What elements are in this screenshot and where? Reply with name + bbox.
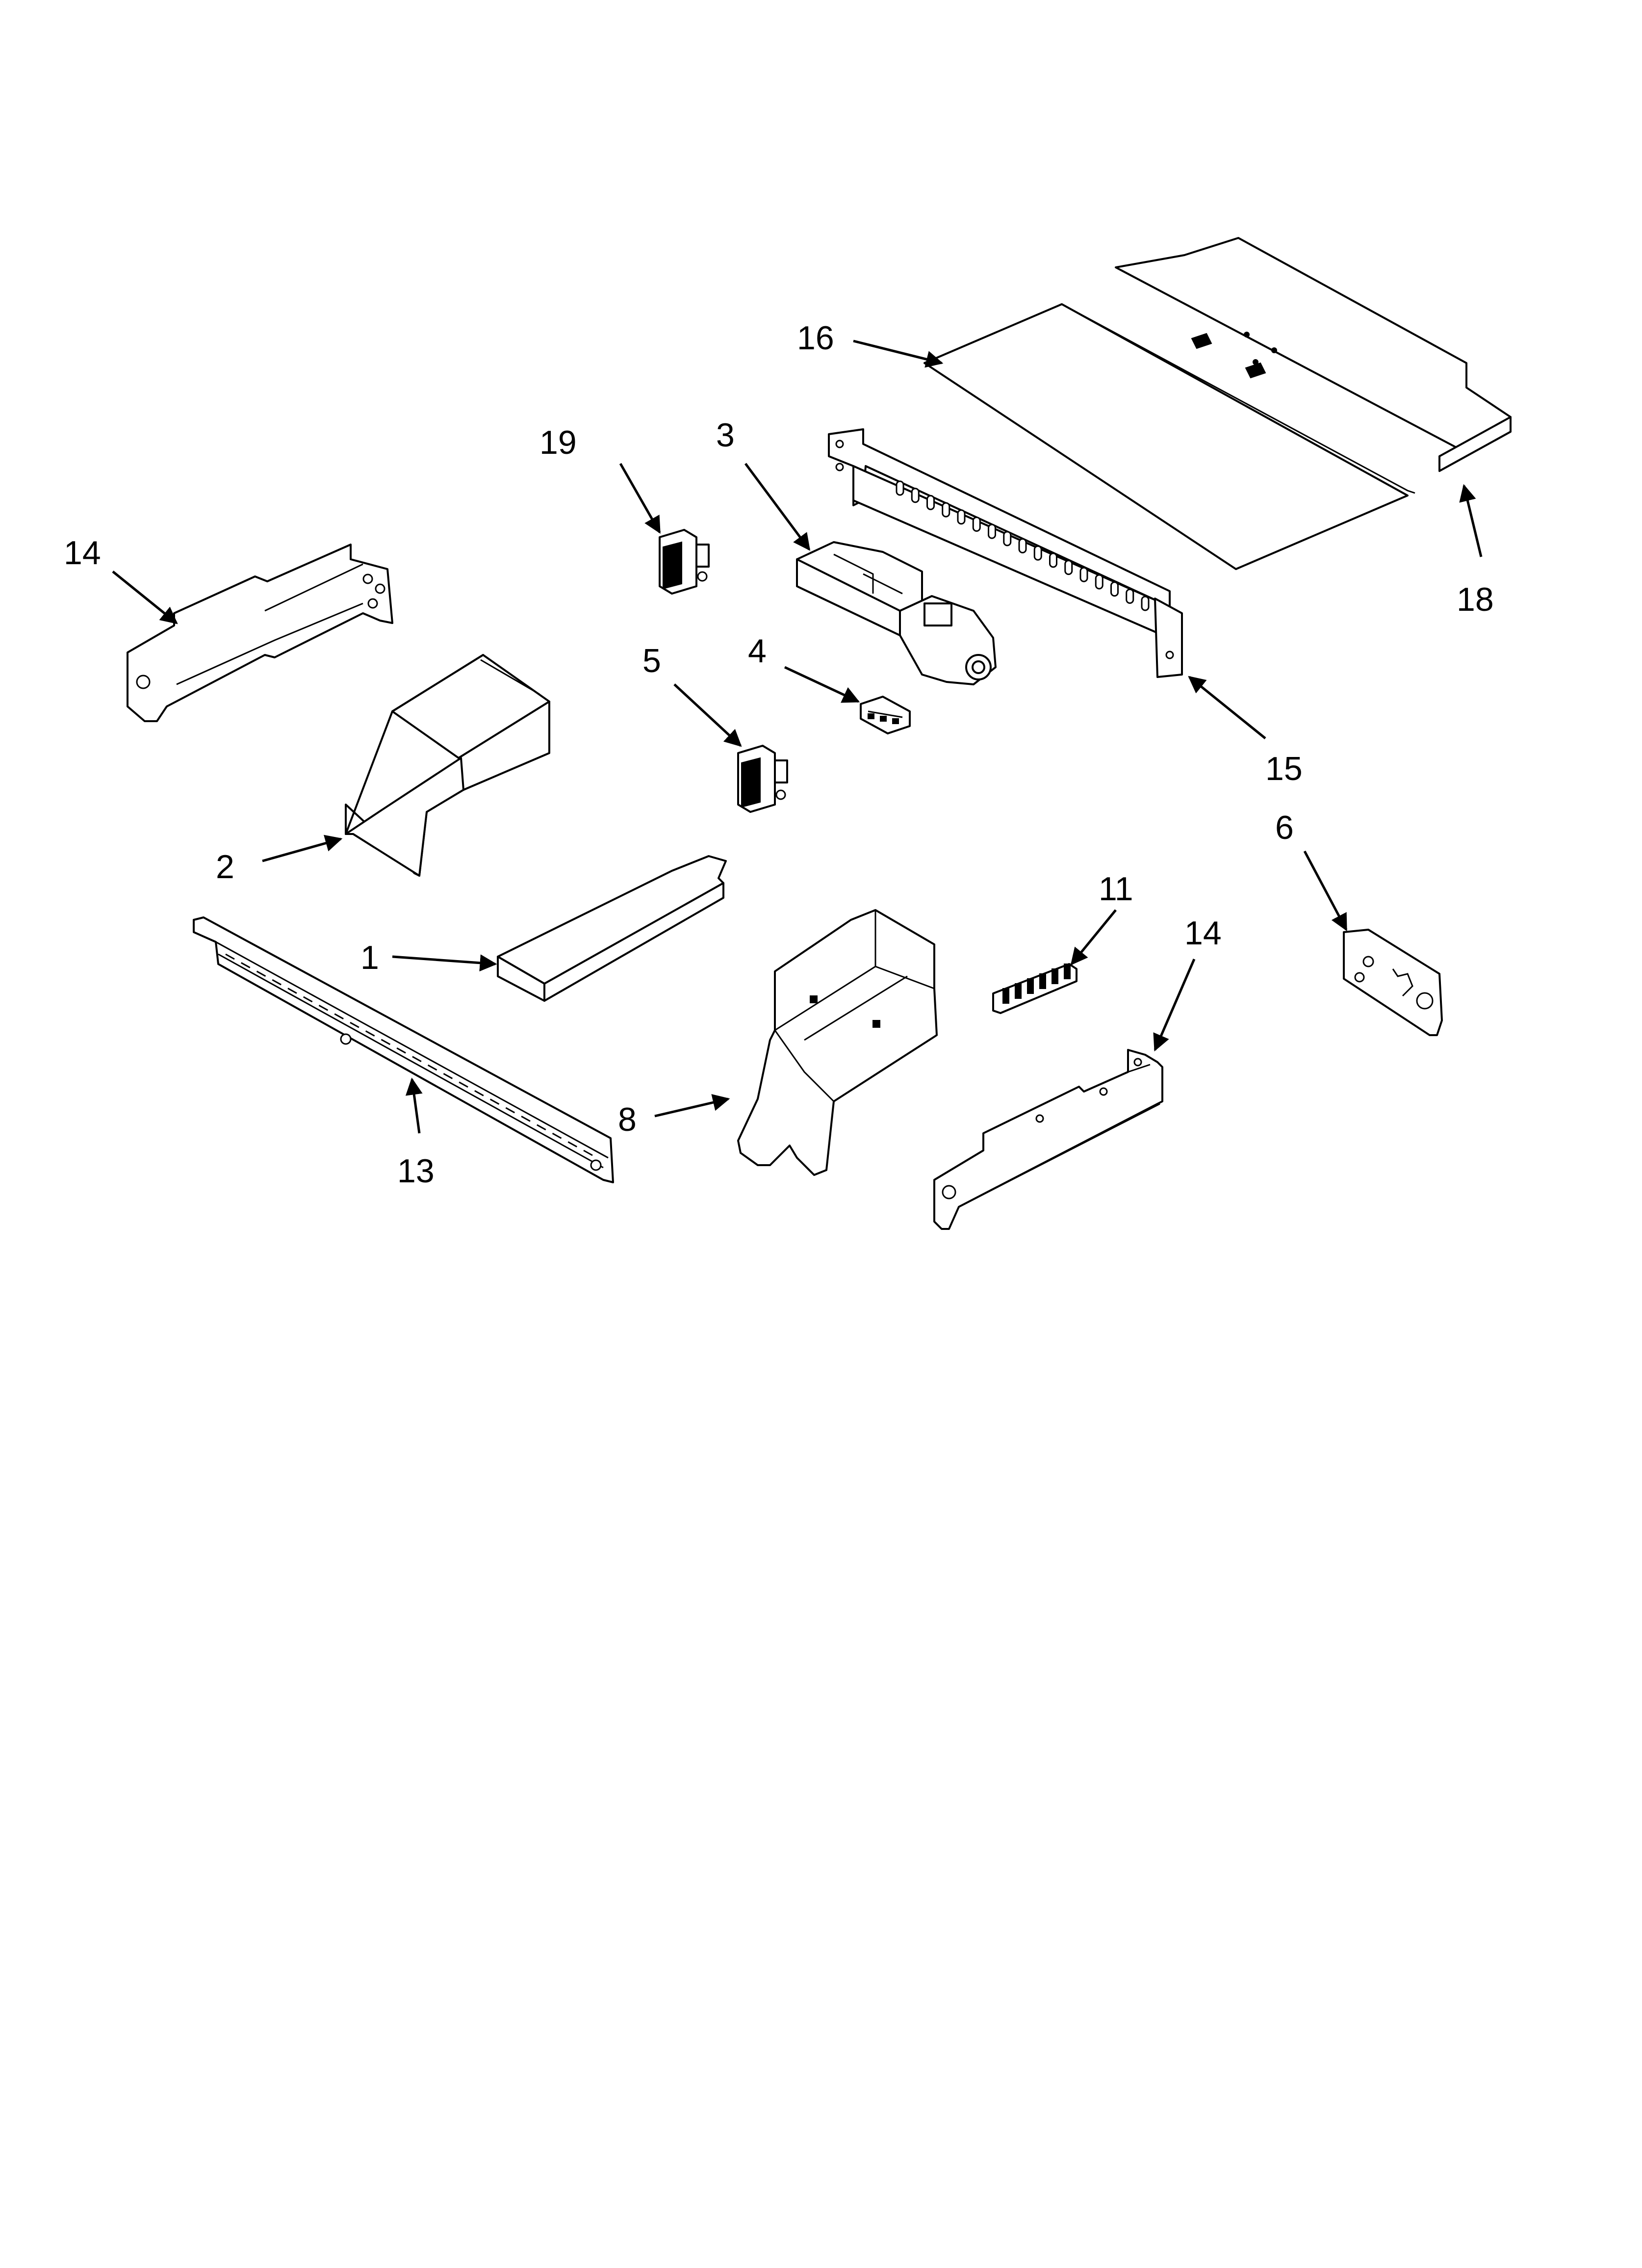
part-13-front-rail[interactable] [193, 916, 614, 1183]
part-15-vent-bracket[interactable] [828, 428, 1183, 678]
leader-14-right [1153, 959, 1196, 1052]
rail-slot [241, 962, 251, 968]
part-19-switch[interactable] [659, 529, 710, 595]
rail-slot [427, 1064, 437, 1071]
vent-slot [942, 502, 950, 518]
rail-slot [505, 1107, 515, 1114]
callout-13: 13 [397, 1152, 435, 1190]
leader-15 [1188, 676, 1266, 739]
rail-slot [583, 1149, 593, 1156]
rail-slot [567, 1141, 577, 1147]
rail-slot [334, 1013, 344, 1020]
callout-11: 11 [1099, 870, 1133, 908]
part-8-burner-box[interactable] [737, 909, 938, 1176]
vent-slot [1095, 574, 1103, 590]
leader-8 [654, 1094, 730, 1118]
terminal-pin [1002, 988, 1009, 1004]
part-14-side-bracket-right[interactable] [933, 1049, 1163, 1230]
terminal-pin [1027, 978, 1034, 994]
rail-slot [489, 1098, 500, 1105]
callout-5: 5 [642, 642, 661, 679]
callout-18: 18 [1457, 581, 1494, 618]
vent-slot [1033, 545, 1042, 561]
part-2-duct-cover[interactable] [345, 654, 550, 877]
rail-slot [521, 1116, 531, 1122]
leader-5 [673, 683, 742, 747]
leader-14-left [112, 571, 178, 625]
leader-11 [1070, 909, 1117, 965]
rail-slot [365, 1030, 375, 1037]
rail-slot [552, 1132, 562, 1139]
vent-slot [896, 480, 904, 496]
callout-19: 19 [539, 424, 577, 461]
callout-2: 2 [216, 848, 234, 886]
terminal-pin [1064, 964, 1071, 979]
vent-slot [957, 509, 966, 525]
vent-slot [1003, 531, 1012, 547]
terminal-pin [1015, 983, 1022, 999]
vent-slot [911, 488, 920, 503]
leader-1 [392, 954, 497, 972]
leader-4 [784, 666, 860, 703]
leader-6 [1303, 850, 1348, 932]
callout-1: 1 [360, 939, 379, 976]
rail-slot [350, 1021, 359, 1028]
callout-6: 6 [1275, 809, 1294, 846]
rail-slot [225, 953, 235, 960]
leader-16 [853, 339, 944, 368]
leader-19 [619, 463, 661, 534]
leader-3 [744, 463, 811, 551]
callout-16: 16 [797, 319, 834, 357]
rail-slot [318, 1005, 329, 1011]
rail-slot [272, 979, 282, 986]
vent-slot [1064, 560, 1073, 575]
callout-4: 4 [748, 632, 767, 670]
vent-slot [1079, 567, 1088, 582]
vent-slot [1110, 581, 1119, 597]
callout-8: 8 [618, 1101, 637, 1138]
leader-2 [262, 834, 343, 862]
callout-14-right: 14 [1184, 914, 1222, 952]
leader-13 [405, 1077, 423, 1134]
part-18-top-panel[interactable] [1115, 237, 1512, 472]
rail-slot [412, 1056, 422, 1063]
callout-labels: 16 19 3 14 18 5 4 15 2 6 11 14 1 8 13 [64, 319, 1494, 1190]
rail-slot [443, 1073, 453, 1079]
part-5-switch[interactable] [737, 745, 788, 813]
rail-slot [396, 1047, 406, 1054]
part-14-side-bracket-left[interactable] [127, 544, 393, 722]
vent-slot [988, 523, 996, 539]
callout-14-left: 14 [64, 534, 101, 572]
part-3-valve-assembly[interactable] [796, 541, 997, 685]
terminal-pins [1002, 964, 1071, 1004]
rail-slot [381, 1039, 391, 1045]
part-4-terminal-block[interactable] [860, 696, 911, 734]
terminal-pin [1039, 973, 1046, 989]
terminal-pin [1052, 968, 1058, 984]
callout-3: 3 [716, 417, 735, 454]
vent-slot [1141, 596, 1150, 611]
vent-slot [972, 516, 981, 532]
callout-15: 15 [1265, 750, 1303, 787]
rail-slot [459, 1081, 468, 1088]
rail-slots [225, 953, 593, 1156]
part-1-filter-strip[interactable] [497, 855, 727, 1002]
vent-slot [1049, 552, 1057, 568]
part-16-top-panel[interactable] [924, 303, 1415, 570]
part-6-mounting-plate[interactable] [1343, 929, 1443, 1036]
part-11-terminal-strip[interactable] [992, 963, 1078, 1014]
rail-slot [256, 970, 266, 977]
vent-slot [926, 495, 935, 510]
vent-slot [1126, 588, 1134, 604]
leader-arrows [112, 339, 1483, 1134]
vent-slot [1018, 538, 1027, 553]
rail-slot [287, 988, 297, 994]
rail-slot [537, 1124, 546, 1131]
rail-slot [303, 996, 313, 1003]
rail-slot [474, 1090, 484, 1096]
vent-slots [896, 480, 1150, 611]
leader-18 [1459, 484, 1483, 557]
